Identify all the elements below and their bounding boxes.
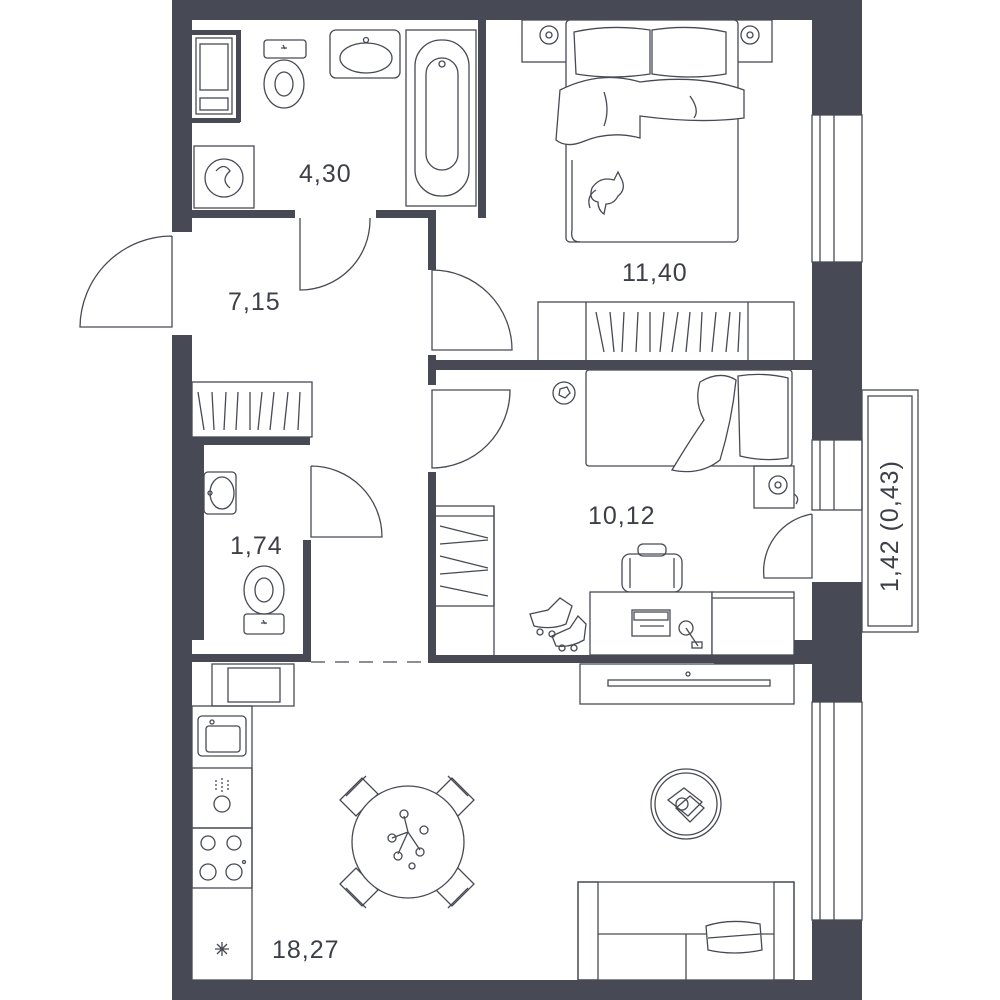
balcony-door[interactable] <box>762 513 813 579</box>
dining-table-icon <box>339 775 475 909</box>
wardrobe-icon <box>537 301 795 363</box>
area-label-living-kitchen: 18,27 <box>272 936 340 964</box>
towel-rack-icon <box>195 37 233 115</box>
cat-icon <box>588 170 624 216</box>
nightstand-left-icon <box>521 19 569 63</box>
area-label-balcony: 1,42 (0,43) <box>876 460 904 592</box>
area-label-wc: 1,74 <box>230 532 283 560</box>
area-label-bedroom: 11,40 <box>622 259 688 287</box>
desk-lamp-icon <box>678 620 703 649</box>
kids-room-door[interactable] <box>431 389 511 469</box>
area-labels: 4,30 7,15 11,40 10,12 1,74 18,27 1,42 (0… <box>228 160 904 964</box>
washing-machine-icon <box>193 145 255 209</box>
living-furniture <box>339 663 795 981</box>
windows <box>811 114 863 921</box>
wc-door[interactable] <box>310 465 383 538</box>
rollerblades-icon <box>529 597 587 652</box>
kids-wardrobe-icon <box>433 505 495 655</box>
area-label-hallway: 7,15 <box>228 288 281 316</box>
cooktop-icon <box>191 827 253 889</box>
wc-sink-icon <box>203 471 237 515</box>
bathroom-door[interactable] <box>299 218 371 291</box>
entrance-door[interactable] <box>79 235 173 328</box>
nightstand-kids-icon <box>753 465 799 509</box>
wc-shelf-icon <box>191 381 313 438</box>
single-bed-icon <box>585 369 793 473</box>
wc-fixtures <box>191 381 313 635</box>
bedroom-door[interactable] <box>431 269 513 351</box>
flowers-icon <box>387 809 429 870</box>
kitchen-furniture <box>191 663 295 981</box>
area-label-bathroom: 4,30 <box>299 160 352 188</box>
bathtub-icon <box>405 29 477 207</box>
kids-room-furniture <box>433 369 799 656</box>
area-label-kids-room: 10,12 <box>588 502 656 530</box>
double-bed-icon <box>555 19 745 243</box>
sink-icon <box>329 29 401 79</box>
office-chair-icon <box>621 543 683 593</box>
doors <box>79 218 813 663</box>
bathroom-fixtures <box>193 29 477 209</box>
bedroom-furniture <box>521 19 795 363</box>
coffee-table-icon <box>650 768 722 840</box>
balcony <box>861 389 919 633</box>
laptop-icon <box>631 609 671 637</box>
walls <box>172 0 862 1000</box>
wc-toilet-icon <box>243 565 285 635</box>
kitchen-sink-icon <box>197 715 247 757</box>
hood-icon <box>191 767 253 829</box>
kitchen-sparkle-icon <box>215 942 229 956</box>
tv-icon <box>579 663 795 705</box>
sofa-icon <box>577 881 795 981</box>
fridge-icon <box>211 663 295 707</box>
toilet-icon <box>263 39 307 109</box>
soccer-ball-icon <box>552 381 576 405</box>
